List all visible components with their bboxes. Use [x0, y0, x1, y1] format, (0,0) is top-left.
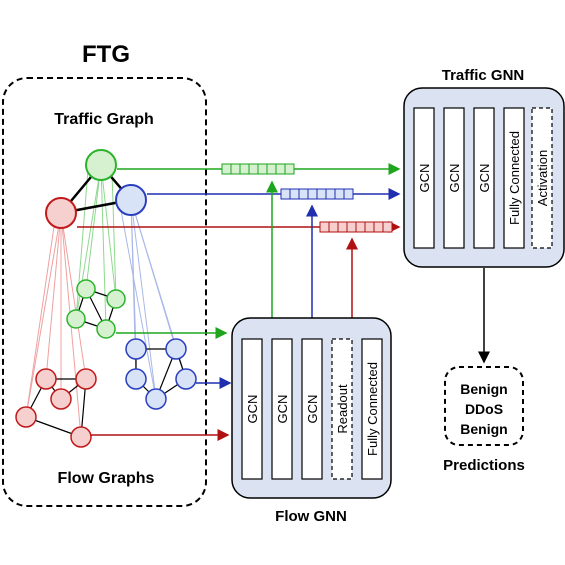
flow-gnn-layer-label: Readout [335, 384, 350, 434]
prediction-item: Benign [460, 381, 507, 397]
traffic-gnn-layer-label: GCN [417, 164, 432, 193]
flow-gnn-layer-gcn-3 [301, 338, 323, 480]
flow-gnn-layer-label: GCN [305, 395, 320, 424]
blue-flow-graph [125, 338, 197, 410]
traffic-gnn-layer-gcn-3 [473, 107, 495, 249]
flow-gnn-layer-label: GCN [245, 395, 260, 424]
traffic-gnn-title: Traffic GNN [442, 67, 525, 84]
flow-gnn-layer-gcn-2 [271, 338, 293, 480]
flow-gnn-title: Flow GNN [275, 508, 347, 525]
traffic-gnn-layer-label: GCN [447, 164, 462, 193]
flow-gnn-layer-label: GCN [275, 395, 290, 424]
red-mapping-lines [25, 212, 87, 438]
traffic-node-blue [115, 184, 147, 216]
ftg-container [2, 77, 207, 507]
traffic-gnn-layer-label: Activation [535, 150, 550, 206]
flow-gnn-layer-label: Fully Connected [365, 362, 380, 456]
traffic-gnn-layer-label: GCN [477, 164, 492, 193]
traffic-gnn-layer-label: Fully Connected [507, 131, 522, 225]
traffic-gnn-layers: GCN GCN GCN Fully Connected Activation [413, 107, 553, 249]
flow-gnn-layers: GCN GCN GCN Readout Fully Connected [241, 338, 383, 480]
traffic-gnn-layer-fully-connected [503, 107, 525, 249]
flow-graphs-label: Flow Graphs [58, 470, 155, 487]
prediction-item: DDoS [465, 401, 503, 417]
traffic-node-green [85, 149, 117, 181]
green-embedding-vector [221, 163, 295, 175]
blue-embedding-vector [280, 188, 354, 200]
ftg-title: FTG [82, 41, 130, 68]
blue-mapping-lines [119, 199, 187, 400]
flow-gnn-layer-readout [331, 338, 353, 480]
red-embedding-vector [319, 221, 393, 233]
traffic-node-red [45, 197, 77, 229]
prediction-item: Benign [460, 421, 507, 437]
traffic-gnn-layer-activation [531, 107, 553, 249]
traffic-graph-label: Traffic Graph [54, 111, 154, 128]
predictions-label: Predictions [443, 457, 525, 474]
red-flow-graph [15, 368, 97, 448]
flow-gnn-layer-fully-connected [361, 338, 383, 480]
green-flow-graph [66, 279, 126, 339]
flow-gnn-layer-gcn-1 [241, 338, 263, 480]
traffic-gnn-layer-gcn-2 [443, 107, 465, 249]
traffic-gnn-layer-gcn-1 [413, 107, 435, 249]
